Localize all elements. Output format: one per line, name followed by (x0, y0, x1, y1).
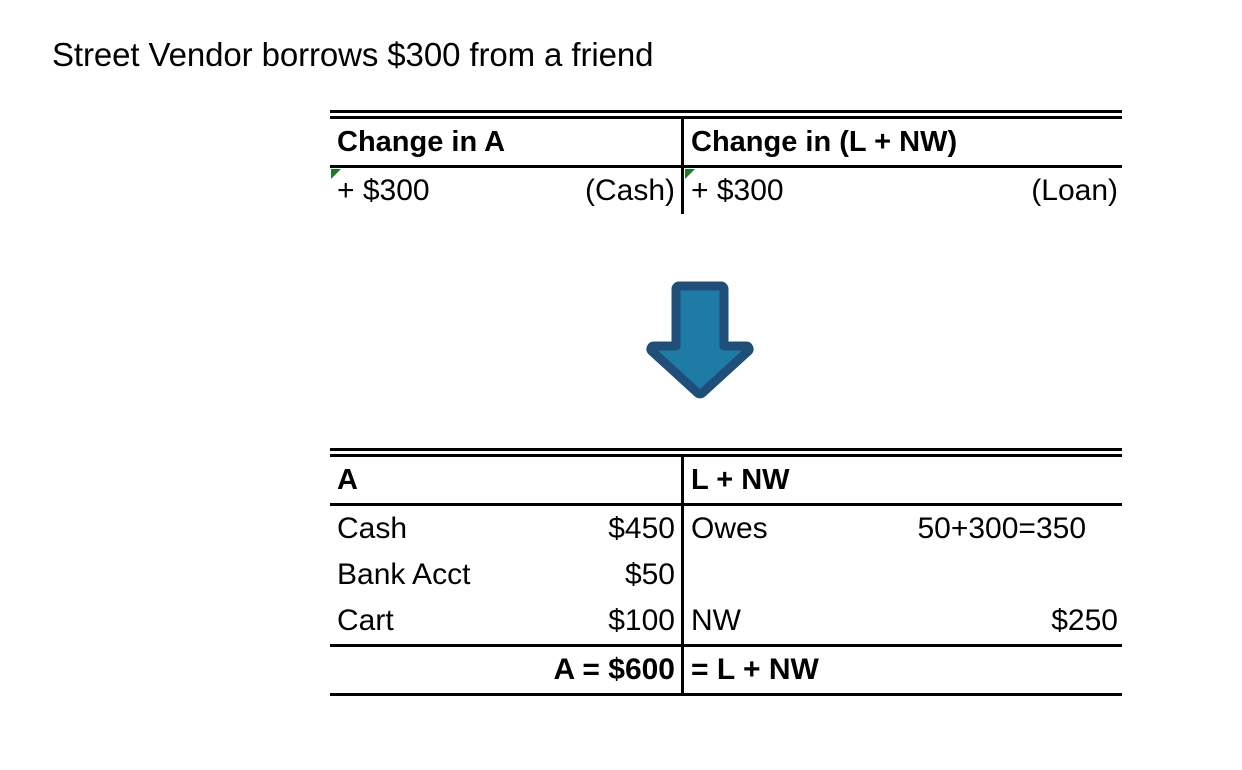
table-row: Bank Acct $50 (330, 552, 1122, 598)
table-header-row: Change in A Change in (L + NW) (330, 119, 1122, 165)
change-liability-note: (Loan) (1031, 174, 1118, 207)
asset-cart-value: $100 (608, 604, 675, 637)
header-cell-change-in-l-nw: Change in (L + NW) (684, 119, 1122, 165)
asset-cash-value: $450 (608, 512, 675, 545)
cell-change-asset: + $300 (Cash) (330, 168, 684, 214)
table-top-double-rule (330, 110, 1122, 119)
liability-owes-value: 50+300=350 (917, 512, 1086, 545)
change-liability-amount: + $300 (691, 174, 784, 207)
cell-total-liabilities-networth: = L + NW (684, 647, 1122, 693)
asset-cart-label: Cart (337, 604, 394, 637)
header-underline-rule (330, 503, 1122, 506)
networth-label: NW (691, 604, 741, 637)
networth-value: $250 (1051, 604, 1118, 637)
header-cell-liabilities-networth: L + NW (684, 457, 1122, 503)
liability-owes-label: Owes (691, 512, 768, 545)
table-top-double-rule (330, 448, 1122, 457)
table-total-row: A = $600 = L + NW (330, 647, 1122, 693)
total-assets-value: A = $600 (553, 653, 675, 686)
cell-asset-cart: Cart $100 (330, 598, 684, 644)
down-arrow-icon (642, 280, 758, 400)
cell-liability-empty (684, 552, 1122, 598)
header-label-change-in-l-nw: Change in (L + NW) (691, 125, 958, 158)
header-label-change-in-a: Change in A (337, 125, 506, 158)
header-underline-rule (330, 165, 1122, 168)
table-row: Cart $100 NW $250 (330, 598, 1122, 644)
change-asset-note: (Cash) (584, 174, 675, 207)
header-cell-change-in-a: Change in A (330, 119, 684, 165)
asset-bank-acct-label: Bank Acct (337, 558, 471, 591)
cell-change-liability: + $300 (Loan) (684, 168, 1122, 214)
header-label-assets: A (337, 463, 358, 496)
cell-asset-cash: Cash $450 (330, 506, 684, 552)
table-row: Cash $450 Owes 50+300=350 (330, 506, 1122, 552)
table-bottom-rule (330, 693, 1122, 696)
change-table: Change in A Change in (L + NW) + $300 (C… (330, 110, 1122, 214)
page-title: Street Vendor borrows $300 from a friend (52, 36, 654, 73)
header-label-liabilities-networth: L + NW (691, 463, 790, 496)
header-cell-assets: A (330, 457, 684, 503)
balance-sheet-table: A L + NW Cash $450 Owes 50+300=350 Bank … (330, 448, 1122, 696)
totals-separator-rule (330, 644, 1122, 647)
total-liabilities-networth-label: = L + NW (691, 653, 819, 686)
cell-asset-bank-acct: Bank Acct $50 (330, 552, 684, 598)
table-header-row: A L + NW (330, 457, 1122, 503)
cell-networth: NW $250 (684, 598, 1122, 644)
asset-bank-acct-value: $50 (624, 558, 675, 591)
asset-cash-label: Cash (337, 512, 408, 545)
change-asset-amount: + $300 (337, 174, 430, 207)
cell-liability-owes: Owes 50+300=350 (684, 506, 1122, 552)
cell-total-assets: A = $600 (330, 647, 684, 693)
table-row: + $300 (Cash) + $300 (Loan) (330, 168, 1122, 214)
